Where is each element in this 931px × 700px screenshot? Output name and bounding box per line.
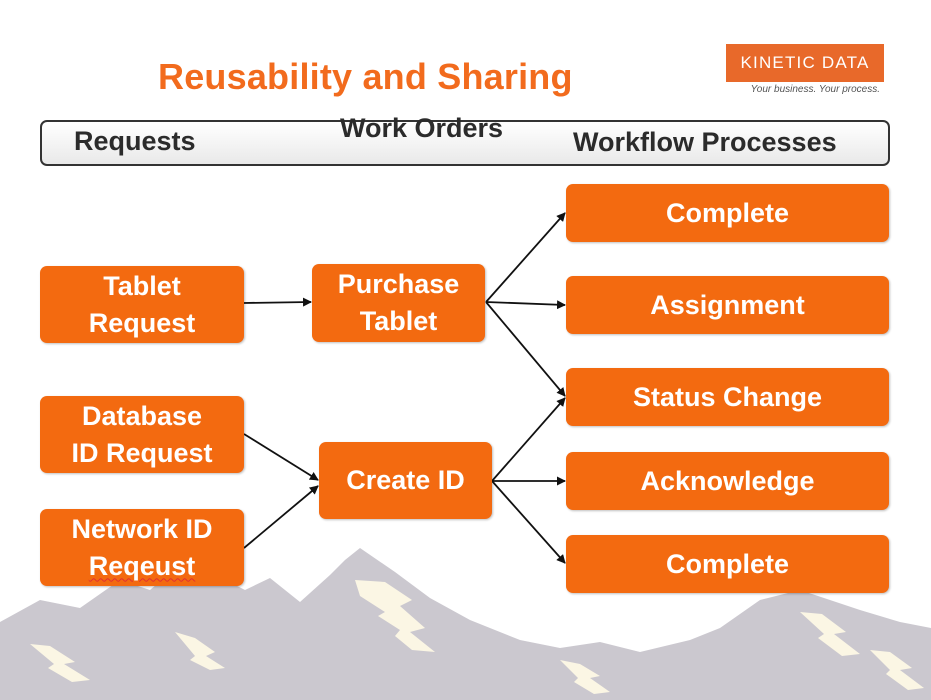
arrow-purchase-to-status xyxy=(485,301,566,397)
request-tablet: Tablet Request xyxy=(40,266,244,343)
snow-patch xyxy=(30,644,90,682)
request-network-id: Network ID Reqeust xyxy=(40,509,244,586)
logo-tagline: Your business. Your process. xyxy=(750,84,880,95)
arrow-create-to-complete xyxy=(491,480,566,564)
request-database-id: Database ID Request xyxy=(40,396,244,473)
arrow-tablet-to-purchase xyxy=(243,297,312,307)
work-order-purchase-tablet: Purchase Tablet xyxy=(312,264,485,342)
logo-wordmark: KINETIC DATA xyxy=(726,44,884,82)
snow-patch xyxy=(175,632,225,670)
workflow-status-change-label: Status Change xyxy=(632,381,823,412)
request-database-line1: Database xyxy=(81,400,203,431)
kinetic-data-logo: KINETIC DATA Your business. Your process… xyxy=(726,44,884,95)
arrow-database-to-create xyxy=(243,433,319,481)
workflow-assignment: Assignment xyxy=(566,276,889,334)
workflow-acknowledge-label: Acknowledge xyxy=(640,465,815,496)
snow-patch xyxy=(560,660,610,694)
work-order-purchase-line2: Tablet xyxy=(359,306,438,336)
request-tablet-line1: Tablet xyxy=(103,270,181,301)
request-database-line2: ID Request xyxy=(71,437,213,468)
arrow-network-to-create xyxy=(243,485,319,549)
arrow-purchase-to-complete xyxy=(485,212,566,303)
workflow-complete-2: Complete xyxy=(566,535,889,593)
workflow-complete-1: Complete xyxy=(566,184,889,242)
workflow-status-change: Status Change xyxy=(566,368,889,426)
request-network-line1: Network ID xyxy=(71,513,213,544)
snow-patch xyxy=(800,612,860,656)
snow-patch xyxy=(355,580,435,652)
workflow-complete-2-label: Complete xyxy=(665,548,790,579)
workflow-processes-column-header: Workflow Processes xyxy=(573,127,837,157)
workflow-complete-1-label: Complete xyxy=(665,197,790,228)
snow-patch xyxy=(870,650,924,690)
mountain-range xyxy=(0,548,931,700)
workflow-acknowledge: Acknowledge xyxy=(566,452,889,510)
arrow-create-to-status xyxy=(491,397,566,482)
work-order-create-label: Create ID xyxy=(346,465,465,495)
request-tablet-line2: Request xyxy=(88,307,196,338)
arrow-purchase-to-assignment xyxy=(485,300,566,310)
request-network-line2: Reqeust xyxy=(88,550,196,581)
work-order-create-id: Create ID xyxy=(319,442,492,519)
slide-title: Reusability and Sharing xyxy=(158,56,573,97)
requests-column-header: Requests xyxy=(74,126,196,156)
column-header-bar xyxy=(40,120,890,166)
workflow-assignment-label: Assignment xyxy=(650,289,805,320)
work-order-purchase-line1: Purchase xyxy=(337,269,460,299)
